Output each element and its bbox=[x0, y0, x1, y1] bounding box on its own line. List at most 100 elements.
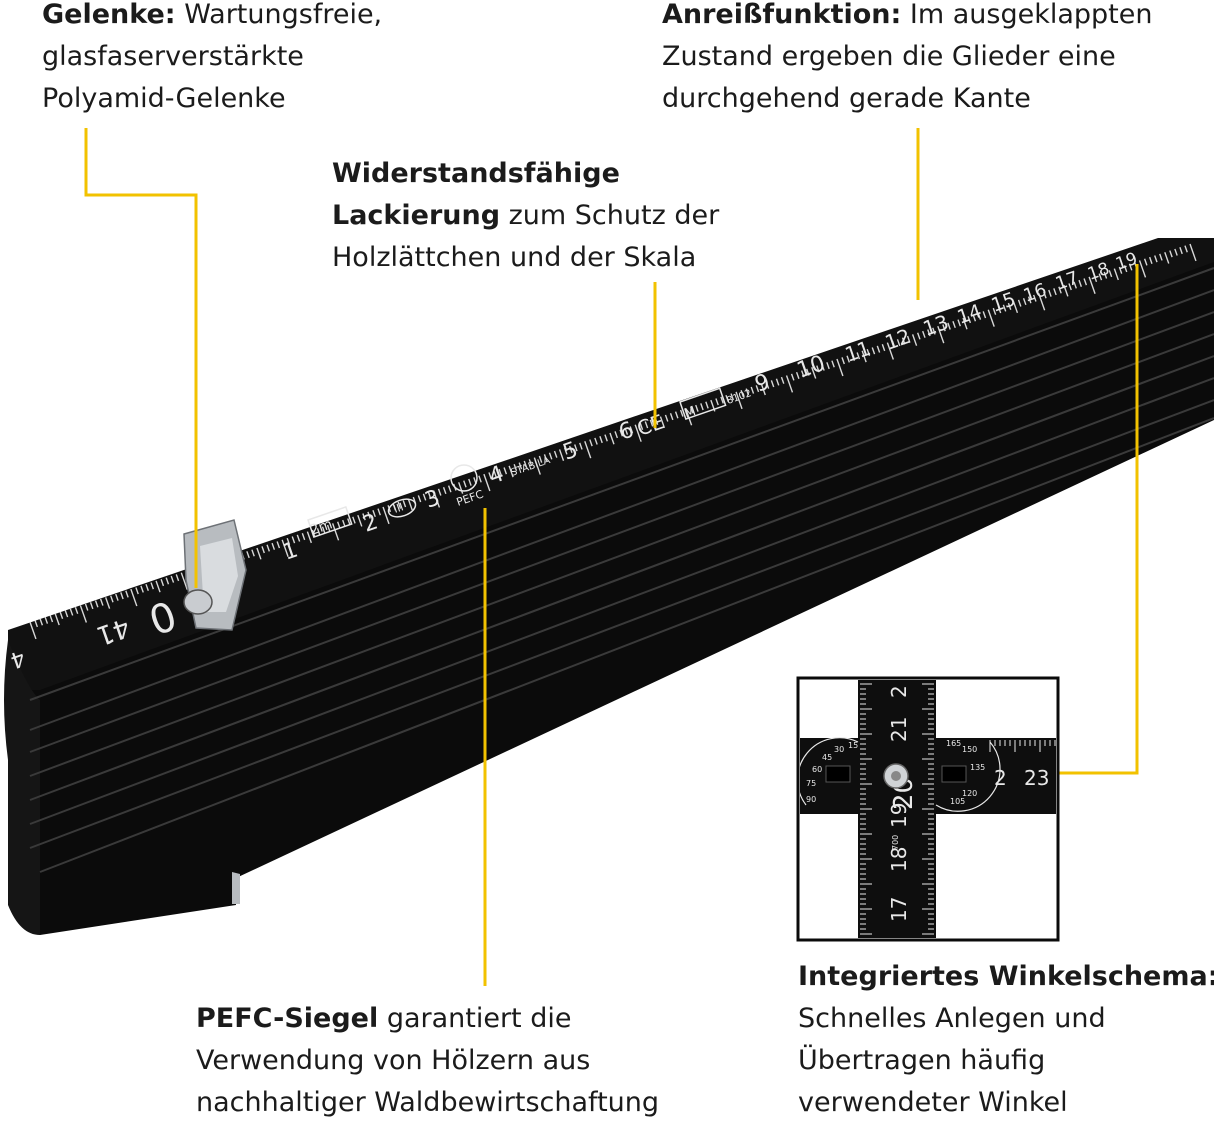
scale-tick bbox=[246, 551, 250, 559]
scale-tick bbox=[568, 445, 573, 453]
scale-tick bbox=[170, 575, 175, 583]
scale-tick bbox=[770, 380, 775, 388]
scale-tick bbox=[407, 498, 413, 511]
scale-tick bbox=[1179, 247, 1183, 255]
scale-tick bbox=[639, 422, 644, 430]
callout-text: Polyamid-Gelenke bbox=[42, 83, 286, 114]
scale-tick bbox=[311, 529, 316, 537]
scale-tick bbox=[1007, 302, 1012, 310]
angle-label: 30 bbox=[834, 745, 844, 754]
scale-tick bbox=[800, 370, 805, 378]
scale-tick bbox=[1154, 255, 1158, 263]
callout-text: zum Schutz der bbox=[500, 200, 720, 231]
scale-tick bbox=[548, 452, 553, 460]
scale-tick bbox=[331, 523, 340, 541]
scale-tick bbox=[402, 500, 407, 508]
scale-tick bbox=[1073, 281, 1077, 289]
scale-tick bbox=[690, 406, 694, 414]
scale-tick bbox=[367, 511, 371, 519]
scale-tick bbox=[281, 539, 289, 557]
scale-tick bbox=[659, 416, 666, 429]
scale-tick bbox=[503, 467, 508, 475]
scale-tick bbox=[276, 541, 281, 549]
scale-tick bbox=[1002, 304, 1007, 312]
scale-tick bbox=[927, 329, 931, 337]
scale-tick bbox=[987, 309, 995, 327]
scale-tick bbox=[432, 490, 441, 508]
scale-tick bbox=[422, 493, 427, 501]
scale-tick bbox=[271, 542, 276, 550]
scale-tick bbox=[846, 355, 851, 363]
scale-tick bbox=[336, 521, 341, 529]
scale-tick bbox=[135, 587, 139, 595]
scale-tick bbox=[125, 590, 129, 598]
scale-tick bbox=[1169, 250, 1173, 258]
inset-number: 23 bbox=[1024, 766, 1049, 790]
callout-lackierung: Widerstandsfähige Lackierung zum Schutz … bbox=[332, 153, 719, 279]
inset-number: 18 bbox=[887, 847, 911, 872]
callout-text: Zustand ergeben die Glieder eine bbox=[662, 41, 1116, 72]
scale-tick bbox=[911, 334, 918, 346]
scale-tick bbox=[735, 391, 743, 410]
scale-tick bbox=[821, 363, 825, 371]
scale-tick bbox=[483, 473, 491, 492]
scale-tick bbox=[145, 583, 149, 592]
scale-tick bbox=[916, 332, 921, 340]
scale-tick bbox=[715, 398, 719, 406]
scale-tick bbox=[740, 390, 745, 398]
scale-tick bbox=[528, 459, 533, 467]
scale-tick bbox=[321, 526, 326, 534]
scale-tick bbox=[84, 603, 89, 611]
scale-tick bbox=[1143, 258, 1148, 266]
inset-number: 2 bbox=[994, 766, 1007, 790]
scale-tick bbox=[437, 488, 442, 496]
scale-tick bbox=[664, 414, 669, 422]
scale-tick bbox=[553, 450, 558, 458]
scale-tick bbox=[775, 378, 780, 386]
ruler-side-face bbox=[8, 250, 1214, 935]
callout-text: Holzlättchen und der Skala bbox=[332, 242, 697, 273]
scale-tick bbox=[594, 437, 598, 445]
scale-tick bbox=[1123, 265, 1128, 273]
scale-tick bbox=[266, 544, 271, 552]
scale-tick bbox=[750, 386, 755, 394]
scale-tick bbox=[291, 536, 296, 544]
angle-label: 135 bbox=[970, 763, 985, 772]
scale-tick bbox=[584, 440, 592, 459]
scale-tick bbox=[604, 434, 608, 442]
scale-tick bbox=[1093, 274, 1098, 283]
scale-tick bbox=[89, 602, 94, 610]
scale-tick bbox=[1174, 248, 1178, 256]
scale-tick bbox=[1098, 273, 1103, 281]
callout-text: Übertragen häufig bbox=[798, 1045, 1046, 1076]
scale-tick bbox=[478, 475, 482, 483]
scale-tick bbox=[1012, 301, 1019, 314]
callout-title: Lackierung bbox=[332, 200, 501, 231]
scale-tick bbox=[1148, 256, 1153, 264]
ruler-end-face bbox=[4, 640, 40, 935]
scale-tick bbox=[1083, 278, 1088, 286]
scale-tick bbox=[780, 376, 785, 384]
angle-label: 15 bbox=[848, 741, 858, 750]
scale-tick bbox=[972, 314, 977, 322]
scale-tick bbox=[377, 508, 381, 516]
scale-tick bbox=[1108, 270, 1113, 278]
scale-tick bbox=[790, 373, 795, 381]
inset-small-mark: 700 bbox=[891, 835, 900, 850]
scale-tick bbox=[256, 547, 262, 560]
scale-tick bbox=[831, 360, 835, 368]
scale-tick bbox=[952, 321, 956, 329]
scale-tick bbox=[644, 421, 649, 429]
scale-tick bbox=[574, 444, 578, 452]
scale-tick bbox=[851, 353, 856, 361]
scale-tick bbox=[861, 350, 867, 363]
scale-tick bbox=[932, 327, 936, 335]
scale-tick bbox=[543, 454, 548, 462]
scale-tick bbox=[1022, 298, 1027, 306]
scale-tick bbox=[1113, 268, 1119, 281]
angle-label: 45 bbox=[822, 753, 832, 762]
callout-pefc: PEFC-Siegel garantiert die Verwendung vo… bbox=[196, 998, 659, 1124]
callout-text: verwendeter Winkel bbox=[798, 1087, 1068, 1118]
scale-tick bbox=[442, 487, 447, 495]
